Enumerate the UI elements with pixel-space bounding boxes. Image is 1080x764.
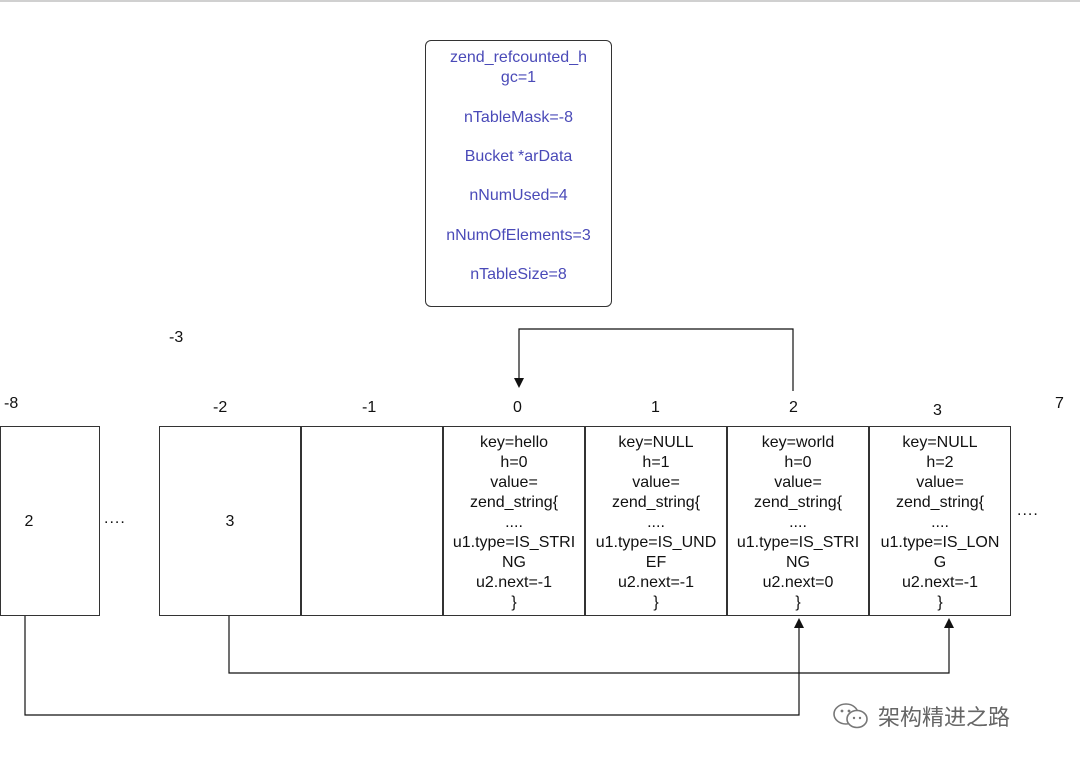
bucket-1: key=NULL h=1 value= zend_string{ .... u1… [585, 426, 727, 616]
bucket-line: key=world [761, 434, 835, 451]
bucket-line: .... [505, 514, 523, 531]
bucket-line: u2.next=0 [762, 574, 834, 591]
label-minus-2: -2 [213, 399, 228, 416]
bucket-line: zend_string{ [469, 494, 559, 511]
label-index-7: 7 [1055, 395, 1064, 412]
bucket-line: u1.type=IS_STRI [452, 534, 576, 551]
hash-slot-minus-2: 3 [159, 426, 301, 616]
bucket-line: u2.next=-1 [475, 574, 553, 591]
bucket-line: .... [789, 514, 807, 531]
arrowhead-icon [514, 378, 524, 388]
bucket-line: } [511, 594, 517, 611]
bucket-line: .... [931, 514, 949, 531]
hashtable-header-box: zend_refcounted_h gc=1 nTableMask=-8 Buc… [425, 40, 612, 307]
header-line: gc=1 [500, 69, 537, 86]
bucket-3: key=NULL h=2 value= zend_string{ .... u1… [869, 426, 1011, 616]
arrowhead-icon [794, 618, 804, 628]
next-pointer-arrow [518, 328, 794, 391]
ellipsis-left: .... [104, 510, 126, 527]
bucket-line: NG [786, 554, 810, 571]
bucket-line: } [937, 594, 943, 611]
bucket-line: u2.next=-1 [901, 574, 979, 591]
label-minus-3: -3 [169, 329, 184, 346]
header-line: Bucket *arData [464, 148, 573, 165]
hash-slot-minus-8: 2 [0, 426, 100, 616]
ellipsis-right: .... [1017, 502, 1039, 519]
bucket-line: value= [632, 474, 680, 491]
top-border [0, 0, 1080, 2]
bucket-line: } [653, 594, 659, 611]
bucket-line: h=1 [642, 454, 670, 471]
bucket-line: } [795, 594, 801, 611]
bucket-line: h=2 [926, 454, 954, 471]
bucket-line: u1.type=IS_STRI [736, 534, 860, 551]
wechat-icon [833, 703, 868, 729]
bucket-line: value= [490, 474, 538, 491]
bucket-2: key=world h=0 value= zend_string{ .... u… [727, 426, 869, 616]
header-line: nTableSize=8 [470, 266, 567, 283]
bucket-line: u2.next=-1 [617, 574, 695, 591]
hash-slot-minus-1 [301, 426, 443, 616]
hash-slot-value: 2 [24, 513, 34, 530]
watermark: 架构精进之路 [832, 698, 1052, 734]
bucket-line: h=0 [784, 454, 812, 471]
label-index-1: 1 [651, 399, 660, 416]
bucket-line: h=0 [500, 454, 528, 471]
bucket-line: key=NULL [902, 434, 978, 451]
header-line: zend_refcounted_h [450, 49, 587, 66]
bucket-line: u1.type=IS_UND [595, 534, 717, 551]
hash-slot-value: 3 [225, 513, 235, 530]
bucket-line: G [933, 554, 947, 571]
label-index-2: 2 [789, 399, 798, 416]
bucket-line: u1.type=IS_LON [880, 534, 1000, 551]
header-line: nNumOfElements=3 [446, 227, 591, 244]
bucket-line: key=hello [479, 434, 549, 451]
bucket-line: .... [647, 514, 665, 531]
bucket-line: key=NULL [618, 434, 694, 451]
label-index-3: 3 [933, 402, 942, 419]
arrowhead-icon [944, 618, 954, 628]
label-index-0: 0 [513, 399, 522, 416]
bucket-line: NG [502, 554, 526, 571]
slot-minus-2-arrow [228, 616, 950, 674]
label-minus-8: -8 [4, 395, 19, 412]
bucket-line: zend_string{ [895, 494, 985, 511]
label-minus-1: -1 [362, 399, 377, 416]
bucket-line: zend_string{ [753, 494, 843, 511]
header-line: nTableMask=-8 [464, 109, 573, 126]
bucket-line: value= [916, 474, 964, 491]
bucket-line: EF [645, 554, 667, 571]
bucket-line: value= [774, 474, 822, 491]
header-line: nNumUsed=4 [469, 187, 568, 204]
slot-minus-8-arrow [24, 616, 800, 716]
watermark-text: 架构精进之路 [878, 706, 1011, 731]
bucket-0: key=hello h=0 value= zend_string{ .... u… [443, 426, 585, 616]
bucket-line: zend_string{ [611, 494, 701, 511]
